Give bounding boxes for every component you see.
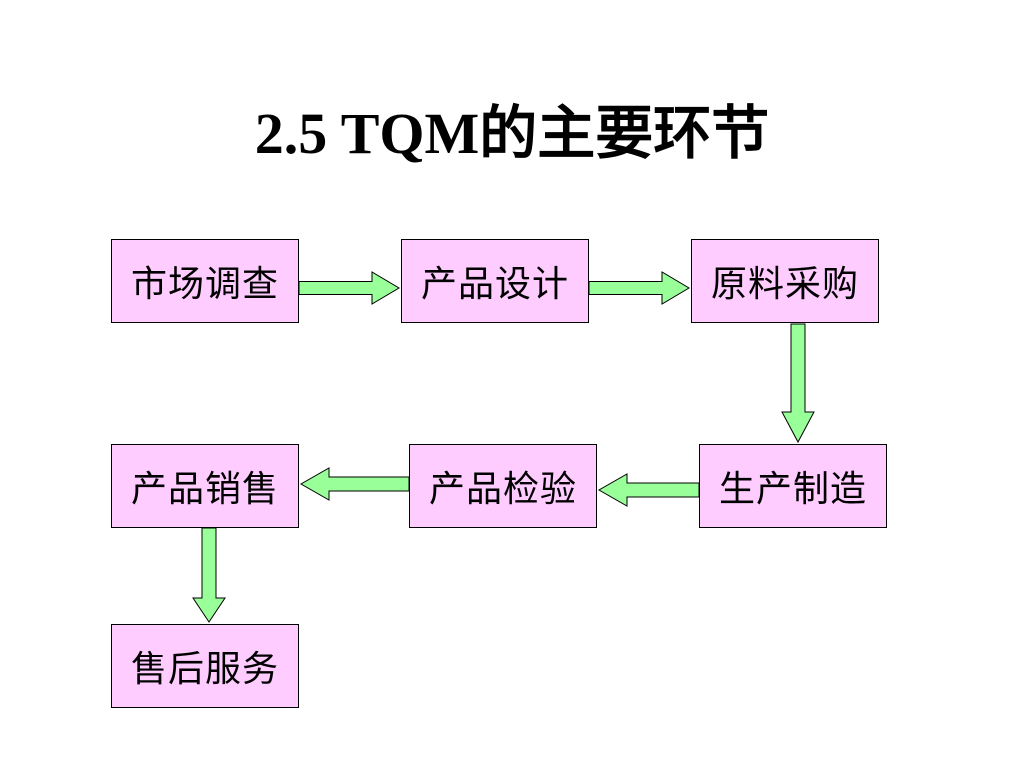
arrow-purchase-to-manufacturing [781,323,815,444]
step-market-research: 市场调查 [111,239,299,323]
step-inspection: 产品检验 [409,444,597,528]
slide-title: 2.5 TQM的主要环节 [254,101,770,166]
step-sales: 产品销售 [111,444,299,528]
step-production: 生产制造 [699,444,887,528]
arrow-manufacturing-to-inspection [597,473,700,507]
step-material-purchase: 原料采购 [691,239,879,323]
step-product-design: 产品设计 [401,239,589,323]
arrow-design-to-purchase [588,271,690,305]
arrow-sales-to-after-sales [192,527,226,623]
step-after-sales: 售后服务 [111,624,299,708]
arrow-inspection-to-sales [299,467,410,501]
arrow-market-to-design [298,271,400,305]
